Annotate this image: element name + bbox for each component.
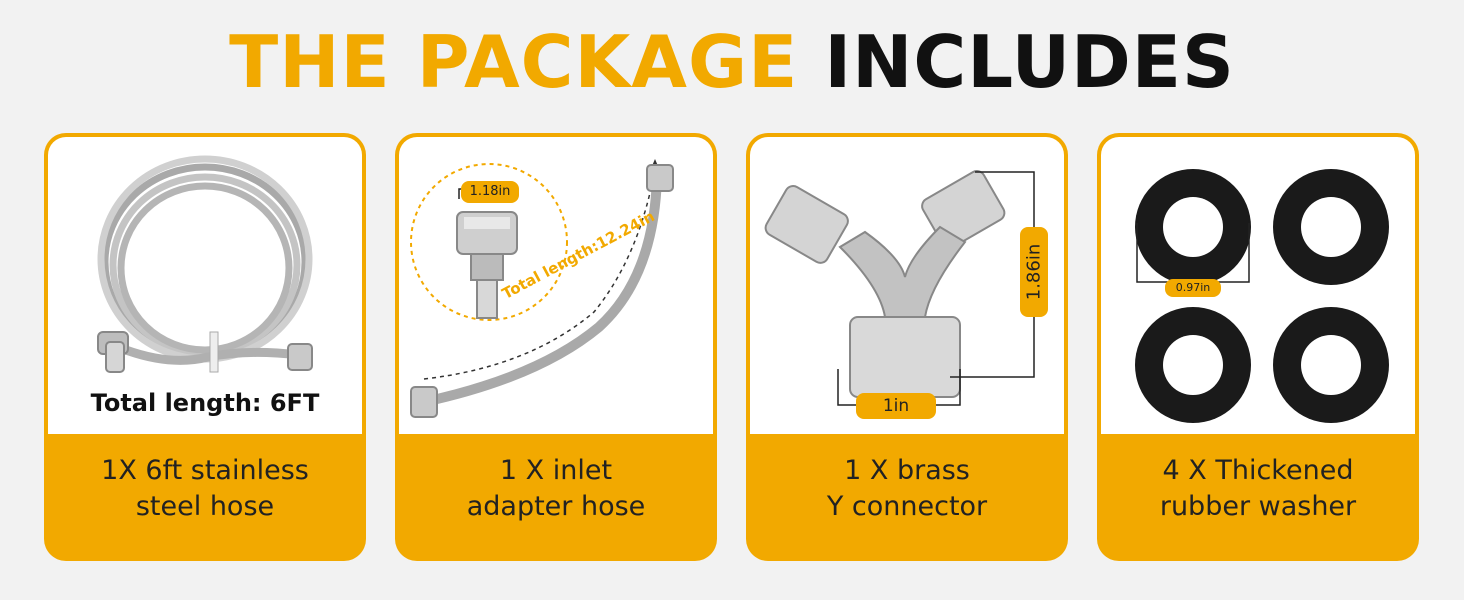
washer-width-label: 0.97in xyxy=(1165,279,1221,297)
caption-line-2: rubber washer xyxy=(1159,491,1357,522)
caption-line-1: 1X 6ft stainless xyxy=(101,455,309,486)
coiled-hose-icon xyxy=(97,155,313,373)
card-stainless-hose: Total length: 6FT 1X 6ft stainless steel… xyxy=(44,133,366,561)
caption-line-2: adapter hose xyxy=(466,491,646,522)
card-rubber-washer: 0.97in 4 X Thickened rubber washer xyxy=(1097,133,1419,561)
card-image: 0.97in xyxy=(1101,137,1415,434)
title-part-package: THE PACKAGE xyxy=(229,20,799,104)
page-title: THE PACKAGE INCLUDES xyxy=(0,20,1464,104)
card-caption: 4 X Thickened rubber washer xyxy=(1097,453,1419,525)
card-adapter-hose: 1.18in Total length:12.24in 1 X inlet ad… xyxy=(395,133,717,561)
rubber-washer-icon xyxy=(1135,169,1389,423)
card-caption: 1 X inlet adapter hose xyxy=(395,453,717,525)
card-caption: 1 X brass Y connector xyxy=(746,453,1068,525)
caption-line-2: steel hose xyxy=(135,491,275,522)
card-image: Total length: 6FT xyxy=(48,137,362,434)
diameter-label: 1.18in xyxy=(461,181,519,203)
card-y-connector: 1.86in 1in 1 X brass Y connector xyxy=(746,133,1068,561)
caption-line-1: 4 X Thickened xyxy=(1162,455,1354,486)
caption-line-2: Y connector xyxy=(826,491,988,522)
card-image: 1.18in Total length:12.24in xyxy=(399,137,713,434)
height-label: 1.86in xyxy=(1020,227,1048,317)
title-part-includes: INCLUDES xyxy=(824,20,1235,104)
card-caption: 1X 6ft stainless steel hose xyxy=(44,453,366,525)
adapter-hose-icon xyxy=(410,159,674,418)
caption-line-1: 1 X brass xyxy=(844,455,970,486)
card-image: 1.86in 1in xyxy=(750,137,1064,434)
y-connector-icon xyxy=(764,170,1035,406)
width-label: 1in xyxy=(856,393,936,419)
caption-line-1: 1 X inlet xyxy=(499,455,613,486)
height-value: 1.86in xyxy=(1023,243,1045,301)
total-length-label: Total length: 6FT xyxy=(90,389,320,417)
